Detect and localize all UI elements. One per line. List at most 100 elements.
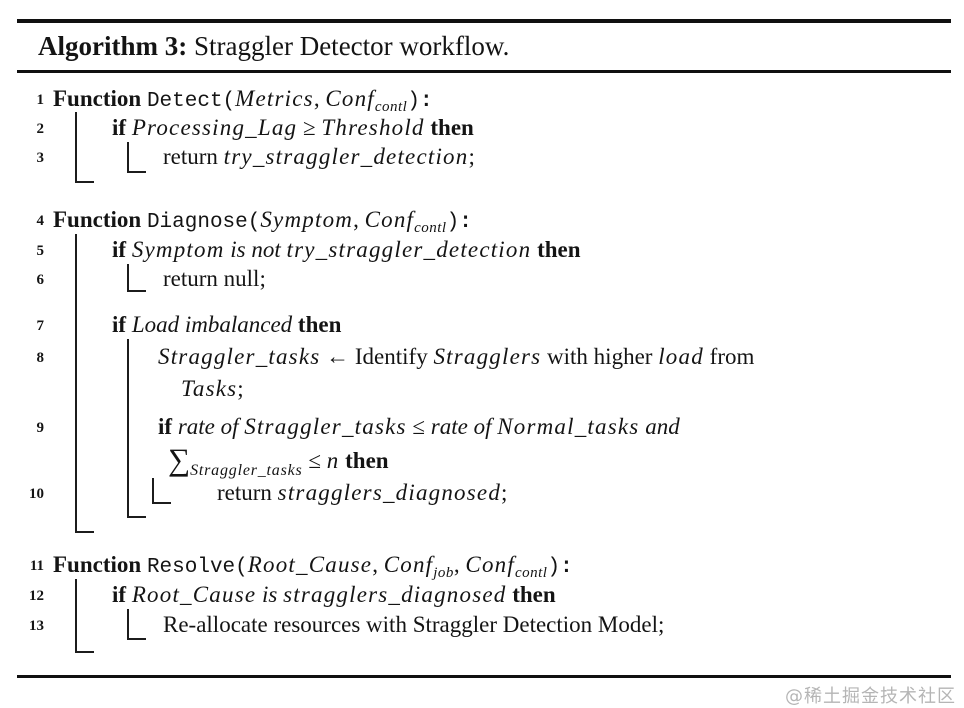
block-rule	[152, 478, 154, 504]
line-number: 1	[36, 92, 45, 108]
code-segment-sumsub: Straggler_tasks	[190, 462, 303, 479]
code-segment-ti: and	[639, 414, 680, 439]
header-rule	[17, 70, 951, 73]
code-segment-mi: Straggler_tasks	[244, 414, 407, 439]
line-number: 10	[29, 486, 44, 502]
code-segment-fn: Diagnose(	[146, 211, 261, 234]
line-number: 7	[36, 318, 45, 334]
code-line: if Processing_Lag ≥ Threshold then	[112, 116, 474, 140]
block-rule-foot	[127, 516, 146, 518]
code-segment-rm: return null;	[163, 266, 266, 291]
block-rule	[127, 264, 129, 292]
code-segment-kwi: then	[531, 237, 581, 262]
block-rule-foot	[75, 531, 94, 533]
code-segment-kw: Function	[53, 86, 147, 111]
code-segment-mi: Threshold	[321, 115, 425, 140]
block-rule-foot	[75, 181, 94, 183]
code-segment-kwi: then	[424, 115, 474, 140]
code-segment-mi: n	[326, 448, 340, 473]
code-segment-mi: load	[658, 344, 704, 369]
code-segment-sub: job	[433, 565, 454, 581]
code-segment-ti: rate of	[430, 414, 498, 439]
code-segment-kw: Function	[53, 552, 147, 577]
line-number: 6	[36, 272, 45, 288]
line-number: 13	[29, 618, 44, 634]
code-segment-fn: )	[547, 556, 561, 579]
block-rule-foot	[127, 171, 146, 173]
code-segment-mi: stragglers_diagnosed	[283, 582, 507, 607]
block-rule	[127, 142, 129, 173]
block-rule	[75, 579, 77, 653]
code-segment-fnb: :	[560, 556, 573, 579]
watermark: @稀土掘金技术社区	[785, 686, 956, 707]
code-segment-rm: ← Identify	[320, 344, 434, 369]
code-segment-mi: Processing_Lag	[131, 115, 298, 140]
code-segment-rm: ≥	[297, 115, 322, 140]
line-number: 11	[29, 558, 44, 574]
code-segment-kwi: then	[506, 582, 556, 607]
code-segment-sub: contl	[374, 99, 408, 115]
code-segment-mi: Normal_tasks	[497, 414, 640, 439]
code-segment-mi: stragglers_diagnosed	[277, 480, 502, 505]
code-segment-mi: Straggler_tasks	[158, 344, 321, 369]
code-segment-fnb: :	[459, 211, 472, 234]
code-segment-mi: Conf	[364, 207, 415, 232]
code-segment-kwi: if	[112, 237, 132, 262]
code-segment-rm: return	[163, 144, 224, 169]
code-segment-mi: Metrics	[235, 86, 314, 111]
bottom-rule	[17, 675, 951, 678]
code-segment-kwi: if	[112, 115, 132, 140]
code-segment-rm: ,	[372, 552, 384, 577]
line-number: 3	[36, 150, 45, 166]
code-segment-mi: Conf	[465, 552, 515, 577]
block-rule-foot	[75, 651, 94, 653]
code-line: return try_straggler_detection;	[163, 145, 475, 169]
code-segment-ti: rate of	[177, 414, 245, 439]
code-segment-kwi: if	[112, 312, 132, 337]
code-segment-sub: contl	[514, 565, 548, 581]
code-segment-kwi: if	[112, 582, 132, 607]
code-line: return null;	[163, 267, 266, 291]
code-segment-kwi: if	[158, 414, 178, 439]
code-segment-rm: ;	[468, 144, 475, 169]
code-segment-rm: return	[217, 480, 278, 505]
block-rule	[75, 234, 77, 533]
code-segment-mi: Conf	[325, 86, 375, 111]
algorithm-caption-label: Algorithm 3:	[38, 31, 188, 61]
code-line: if Root_Cause is stragglers_diagnosed th…	[112, 583, 556, 607]
algorithm-caption-title: Straggler Detector workflow.	[187, 31, 510, 61]
line-number: 4	[36, 213, 45, 229]
code-segment-rm: ,	[353, 207, 365, 232]
code-segment-mi: Conf	[383, 552, 434, 577]
code-segment-sub: contl	[414, 220, 447, 236]
code-line: Tasks;	[181, 377, 244, 401]
code-line: ∑Straggler_tasks ≤ n then	[168, 444, 389, 479]
code-segment-rm: ;	[501, 480, 508, 505]
code-line: Straggler_tasks ← Identify Stragglers wi…	[158, 345, 754, 369]
line-number: 2	[36, 121, 45, 137]
code-segment-mi: Stragglers	[433, 344, 542, 369]
code-segment-ti: Load imbalanced	[131, 312, 293, 337]
code-segment-rm: ;	[237, 376, 244, 401]
code-segment-kwi: then	[292, 312, 342, 337]
code-segment-mi: Root_Cause	[131, 582, 257, 607]
code-segment-mi: Symptom	[131, 237, 225, 262]
code-segment-fn: )	[407, 90, 420, 113]
code-segment-mi: Root_Cause	[247, 552, 373, 577]
code-segment-kwi: then	[339, 448, 389, 473]
line-number: 12	[29, 588, 44, 604]
code-segment-sum: ∑	[168, 442, 191, 477]
code-line: Re-allocate resources with Straggler Det…	[163, 613, 664, 637]
block-rule-foot	[127, 290, 146, 292]
code-segment-kw: Function	[53, 207, 147, 232]
code-segment-fnb: :	[419, 90, 433, 113]
code-line: return stragglers_diagnosed;	[217, 481, 507, 505]
code-segment-rm: ,	[453, 552, 466, 577]
block-rule-foot	[127, 638, 146, 640]
block-rule	[75, 112, 77, 183]
code-segment-ti: is not	[224, 237, 287, 262]
code-segment-rm: ≤	[302, 448, 327, 473]
code-segment-rm: ,	[313, 86, 326, 111]
code-line: Function Resolve(Root_Cause, Confjob, Co…	[53, 552, 573, 582]
code-segment-fn: )	[446, 211, 460, 234]
